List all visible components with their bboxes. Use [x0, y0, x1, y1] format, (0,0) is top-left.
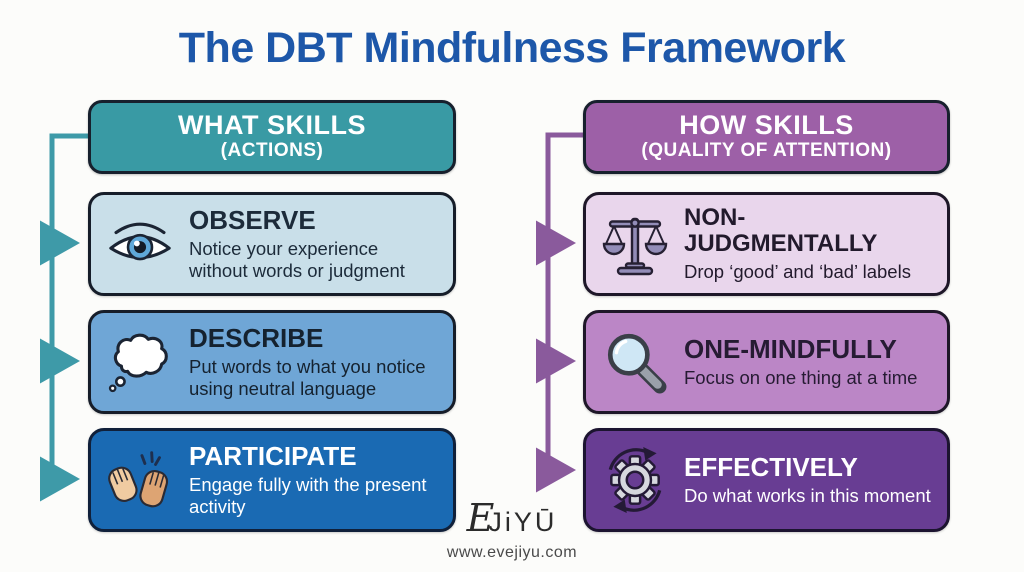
- website-url: www.evejiyu.com: [446, 544, 578, 561]
- balance-scale-icon: [586, 211, 684, 277]
- brand-logo-script-letter: E: [466, 496, 495, 540]
- how-skills-header: HOW SKILLS (QUALITY OF ATTENTION): [583, 100, 950, 174]
- what-skills-header-line1: WHAT SKILLS: [178, 109, 366, 140]
- gear-cycle-icon: [586, 445, 684, 515]
- what-skills-header-line2: (ACTIONS): [220, 140, 324, 162]
- effectively-card: EFFECTIVELY Do what works in this moment: [583, 428, 950, 532]
- page-title: The DBT Mindfulness Framework: [178, 24, 846, 72]
- eye-icon: [91, 219, 189, 269]
- thought-bubble-icon: [91, 331, 189, 393]
- how-skills-header-line1: HOW SKILLS: [679, 109, 854, 140]
- left-connector-bracket: [40, 133, 88, 502]
- how-skills-header-line2: (QUALITY OF ATTENTION): [641, 140, 892, 162]
- one-mindfully-card: ONE-MINDFULLY Focus on one thing at a ti…: [583, 310, 950, 414]
- non-judgmentally-desc: Drop ‘good’ and ‘bad’ labels: [684, 260, 911, 282]
- participate-title: PARTICIPATE: [189, 441, 357, 472]
- describe-title: DESCRIBE: [189, 323, 324, 354]
- right-connector-bracket: [536, 132, 583, 493]
- magnifying-glass-icon: [586, 329, 684, 395]
- effectively-desc: Do what works in this moment: [684, 484, 931, 506]
- observe-title: OBSERVE: [189, 205, 316, 236]
- what-skills-header: WHAT SKILLS (ACTIONS): [88, 100, 456, 174]
- observe-card: OBSERVE Notice your experience without w…: [88, 192, 456, 296]
- participate-card: PARTICIPATE Engage fully with the presen…: [88, 428, 456, 532]
- effectively-title: EFFECTIVELY: [684, 452, 858, 483]
- clapping-hands-icon: [91, 447, 189, 513]
- one-mindfully-desc: Focus on one thing at a time: [684, 366, 918, 388]
- describe-desc: Put words to what you notice using neutr…: [189, 355, 426, 399]
- describe-card: DESCRIBE Put words to what you notice us…: [88, 310, 456, 414]
- non-judgmentally-title: NON-JUDGMENTALLY: [684, 204, 878, 258]
- observe-desc: Notice your experience without words or …: [189, 237, 405, 281]
- one-mindfully-title: ONE-MINDFULLY: [684, 334, 897, 365]
- brand-logo-wordmark: JiYŪ: [488, 507, 558, 537]
- non-judgmentally-card: NON-JUDGMENTALLY Drop ‘good’ and ‘bad’ l…: [583, 192, 950, 296]
- participate-desc: Engage fully with the present activity: [189, 473, 427, 517]
- brand-logo: EJiYŪ: [0, 496, 1024, 540]
